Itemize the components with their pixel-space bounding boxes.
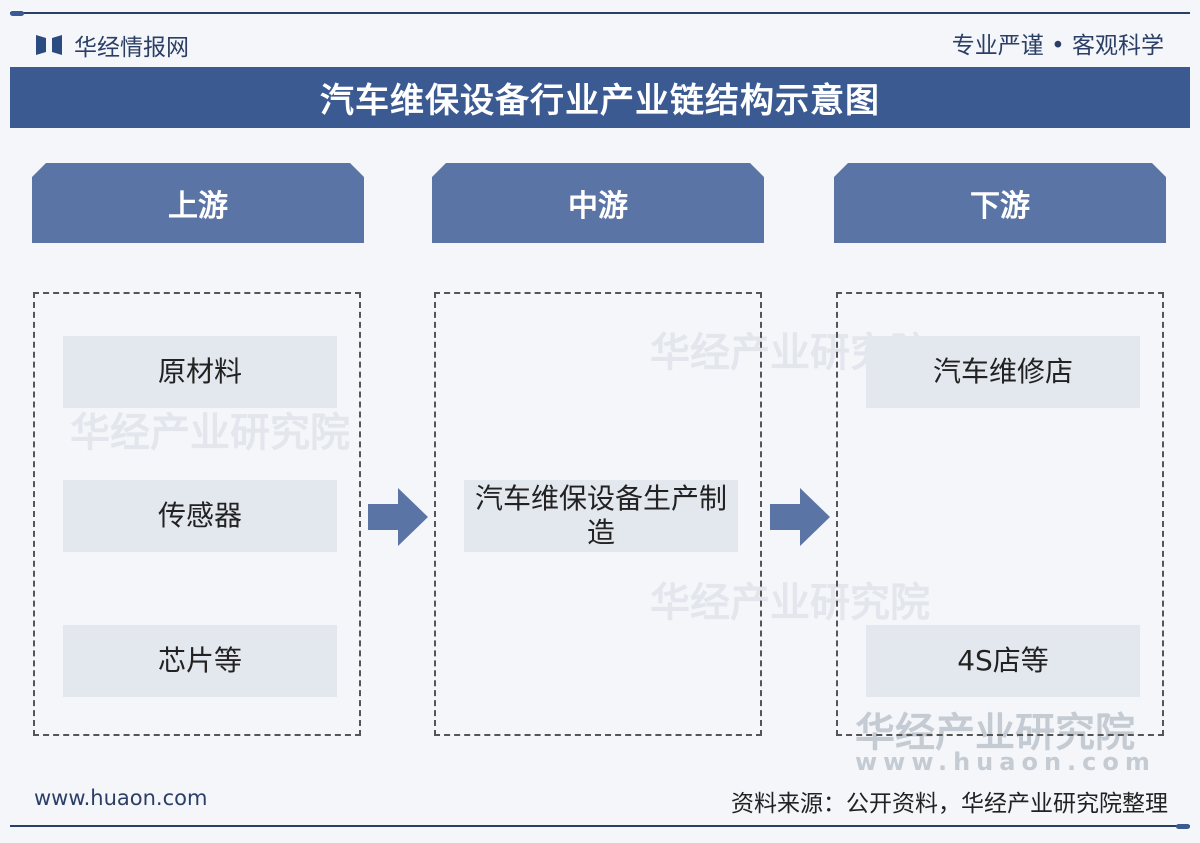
arrow-right-icon bbox=[368, 488, 428, 546]
watermark-url: www.huaon.com bbox=[855, 748, 1156, 776]
list-item: 汽车维修店 bbox=[866, 336, 1140, 408]
downstream-box: 汽车维修店 4S店等 bbox=[836, 292, 1164, 736]
list-item: 4S店等 bbox=[866, 625, 1140, 697]
list-item: 芯片等 bbox=[63, 625, 337, 697]
logo-icon bbox=[36, 35, 62, 55]
stage-header-upstream: 上游 bbox=[32, 163, 364, 243]
stage-header-midstream: 中游 bbox=[432, 163, 764, 243]
stage-header-downstream: 下游 bbox=[834, 163, 1166, 243]
page-title: 汽车维保设备行业产业链结构示意图 bbox=[10, 67, 1190, 128]
watermark: 华经产业研究院 bbox=[855, 710, 1135, 756]
rule-cap bbox=[1176, 824, 1190, 829]
footer-url: www.huaon.com bbox=[34, 786, 208, 810]
list-item: 传感器 bbox=[63, 480, 337, 552]
list-item: 原材料 bbox=[63, 336, 337, 408]
logo: 华经情报网 bbox=[36, 28, 189, 62]
watermark: 华经产业研究院 bbox=[650, 580, 930, 626]
watermark: 华经产业研究院 bbox=[70, 410, 350, 456]
upstream-box: 原材料 传感器 芯片等 bbox=[33, 292, 361, 736]
slogan: 专业严谨 • 客观科学 bbox=[951, 33, 1164, 59]
bottom-rule bbox=[10, 825, 1190, 827]
rule-cap bbox=[10, 11, 24, 16]
midstream-box: 汽车维保设备生产制造 bbox=[434, 292, 762, 736]
logo-text: 华经情报网 bbox=[74, 35, 189, 61]
source-note: 资料来源：公开资料，华经产业研究院整理 bbox=[731, 791, 1168, 817]
arrow-right-icon bbox=[770, 488, 830, 546]
list-item: 汽车维保设备生产制造 bbox=[464, 480, 738, 552]
top-rule bbox=[10, 12, 1190, 14]
